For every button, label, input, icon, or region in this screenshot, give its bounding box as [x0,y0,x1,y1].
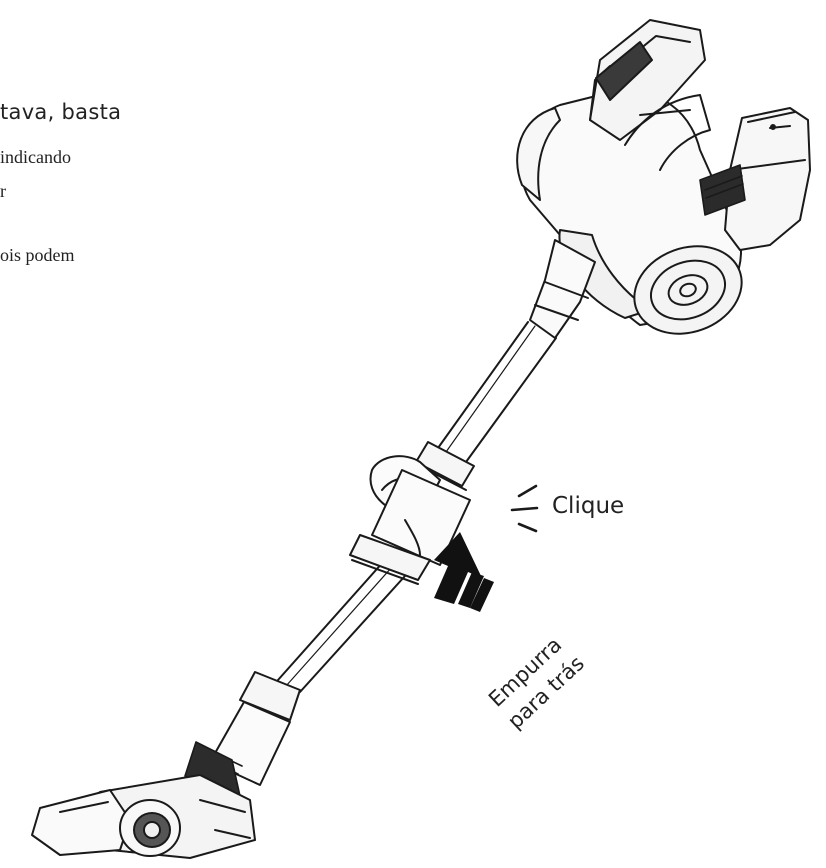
click-label: Clique [552,493,625,519]
handle [589,19,706,141]
cropped-text-line-4: ois podem [0,245,75,265]
tube-connector [349,441,475,585]
cropped-text-line-2: indicando [0,147,71,167]
motor-cover [633,245,743,335]
cropped-text-line-3: r [0,181,6,201]
click-sound-marks-icon [510,484,539,533]
motor-unit [516,19,811,339]
cropped-text-line-1: tava, basta [0,100,122,124]
push-arrow-icon [434,532,494,612]
extension-tube [277,321,557,693]
vent-grille [699,164,746,216]
handle-grip [595,41,653,101]
floor-head [31,671,301,859]
